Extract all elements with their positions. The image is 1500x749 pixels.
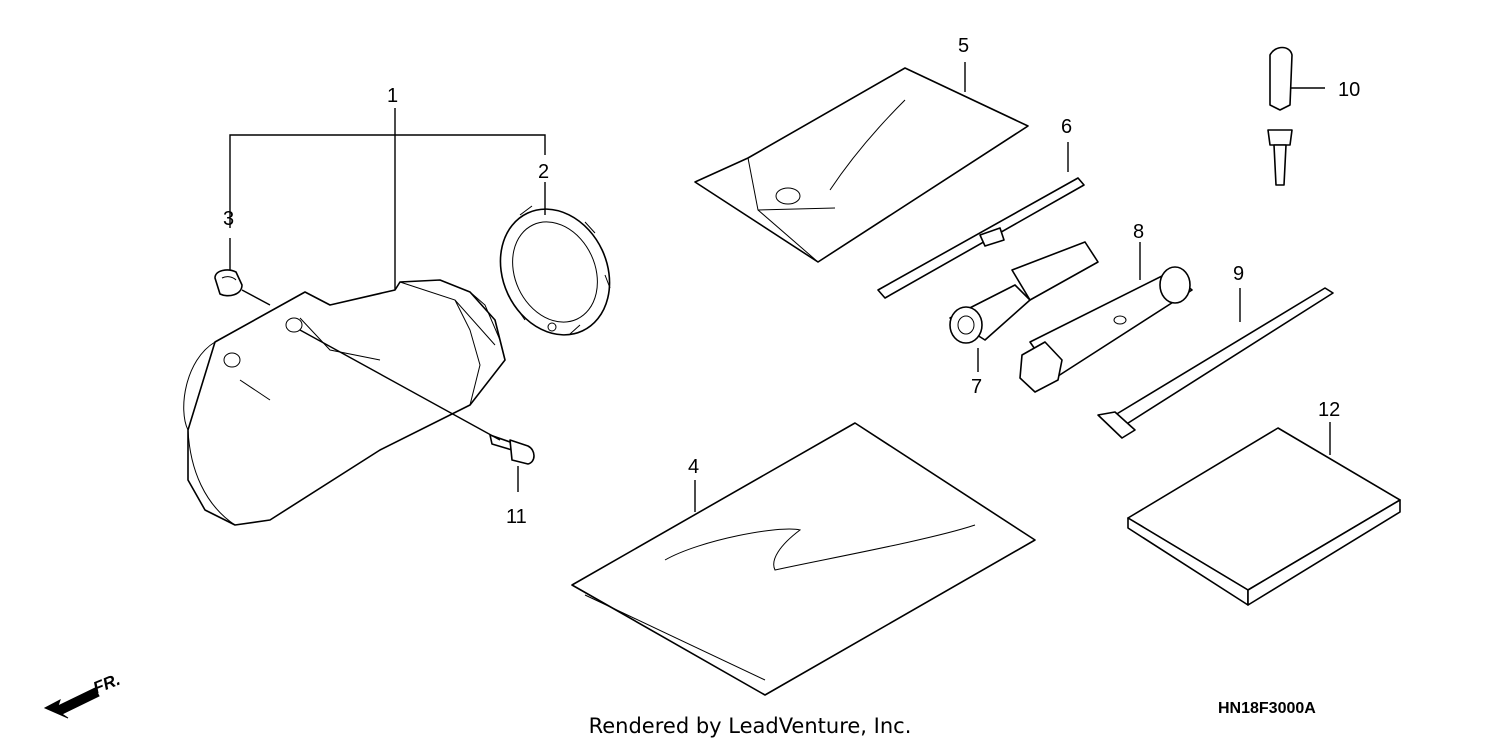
front-direction-label: FR.: [90, 670, 123, 698]
part-11-bolt[interactable]: [489, 434, 535, 465]
callout-9: 9: [1233, 263, 1244, 285]
callout-8: 8: [1133, 221, 1144, 243]
part-9-hex-key[interactable]: [1097, 287, 1334, 439]
callout-6: 6: [1061, 116, 1072, 138]
part-6-screwdriver-bar[interactable]: [877, 177, 1085, 299]
part-12-owners-manual[interactable]: [1127, 427, 1401, 606]
part-4-bag[interactable]: [571, 422, 1036, 696]
callout-3: 3: [223, 208, 234, 230]
callout-12: 12: [1318, 399, 1340, 421]
callout-11: 11: [506, 506, 527, 528]
part-5-tool-pouch[interactable]: [694, 67, 1029, 263]
callout-4: 4: [688, 456, 699, 478]
part-10-screwdriver[interactable]: [1267, 46, 1293, 186]
part-8-box-wrench[interactable]: [1019, 266, 1193, 393]
part-1-toolbox-case[interactable]: [183, 279, 506, 526]
part-2-cap-ring[interactable]: [480, 191, 629, 353]
part-7-socket-wrench[interactable]: [949, 241, 1099, 344]
callout-10: 10: [1338, 79, 1360, 101]
leader-lines: [229, 62, 1331, 512]
footer-credit: Rendered by LeadVenture, Inc.: [588, 714, 912, 738]
callout-2: 2: [538, 161, 549, 183]
callout-labels: 1 2 3 4 5 6 7 8 9 10 11 12: [223, 35, 1360, 528]
callout-7: 7: [971, 376, 982, 398]
part-3-grommet[interactable]: [214, 269, 243, 297]
front-direction-arrow-icon: FR.: [43, 670, 123, 719]
callout-1: 1: [387, 85, 398, 107]
diagram-code: HN18F3000A: [1218, 700, 1316, 717]
callout-5: 5: [958, 35, 969, 57]
